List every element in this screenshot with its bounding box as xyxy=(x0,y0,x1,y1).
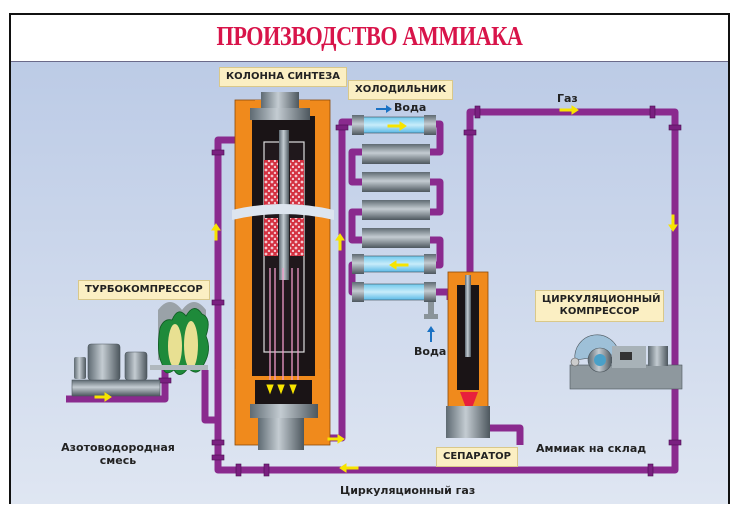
water-in-text: Вода xyxy=(414,345,447,358)
column-feed-riser xyxy=(214,136,240,470)
flow-arrow xyxy=(387,121,407,131)
gas-text: Газ xyxy=(557,92,578,105)
flow-arrow xyxy=(327,434,345,444)
label-separator: СЕПАРАТОР xyxy=(436,447,518,467)
page-title: ПРОИЗВОДСТВО АММИАКА xyxy=(216,21,523,51)
separator xyxy=(446,271,490,438)
circulation-compressor xyxy=(569,334,683,390)
flow-arrow xyxy=(94,392,112,402)
label-turbocompressor: ТУРБОКОМПРЕССОР xyxy=(78,280,210,300)
flow-arrow xyxy=(211,223,221,241)
ammonia-pipe xyxy=(490,424,524,445)
label-cooler: ХОЛОДИЛЬНИК xyxy=(348,80,454,100)
circulation-gas-text: Циркуляционный газ xyxy=(340,484,476,497)
circulation-gas-pipe xyxy=(214,108,679,474)
water-arrows xyxy=(376,105,435,342)
ammonia-storage-text: Аммиак на склад xyxy=(536,442,647,455)
flow-arrow xyxy=(559,105,579,115)
label-synthesis-column: КОЛОННА СИНТЕЗА xyxy=(219,67,348,87)
pipe-flanges xyxy=(158,105,682,477)
turbocompressor xyxy=(71,302,209,397)
flow-arrow xyxy=(339,463,359,473)
cooler xyxy=(352,115,438,319)
water-in-arrow xyxy=(427,326,435,342)
feed-mix-text: Азотоводородная смесь xyxy=(61,441,175,467)
flow-arrow xyxy=(389,260,409,270)
water-out-arrow xyxy=(376,105,392,113)
flow-arrow xyxy=(668,214,678,232)
pipes xyxy=(66,108,679,474)
label-circulation-compressor: ЦИРКУЛЯЦИОННЫЙ КОМПРЕССОР xyxy=(535,290,664,322)
header: ПРОИЗВОДСТВО АММИАКА xyxy=(11,15,728,62)
synthesis-column xyxy=(232,92,334,450)
flow-arrow xyxy=(266,384,297,395)
flow-arrows xyxy=(94,105,678,473)
cooler-serpentine-pipe xyxy=(348,120,454,300)
water-out-text: Вода xyxy=(394,101,427,114)
flow-arrow xyxy=(335,233,345,251)
feed-pipe xyxy=(66,365,169,403)
